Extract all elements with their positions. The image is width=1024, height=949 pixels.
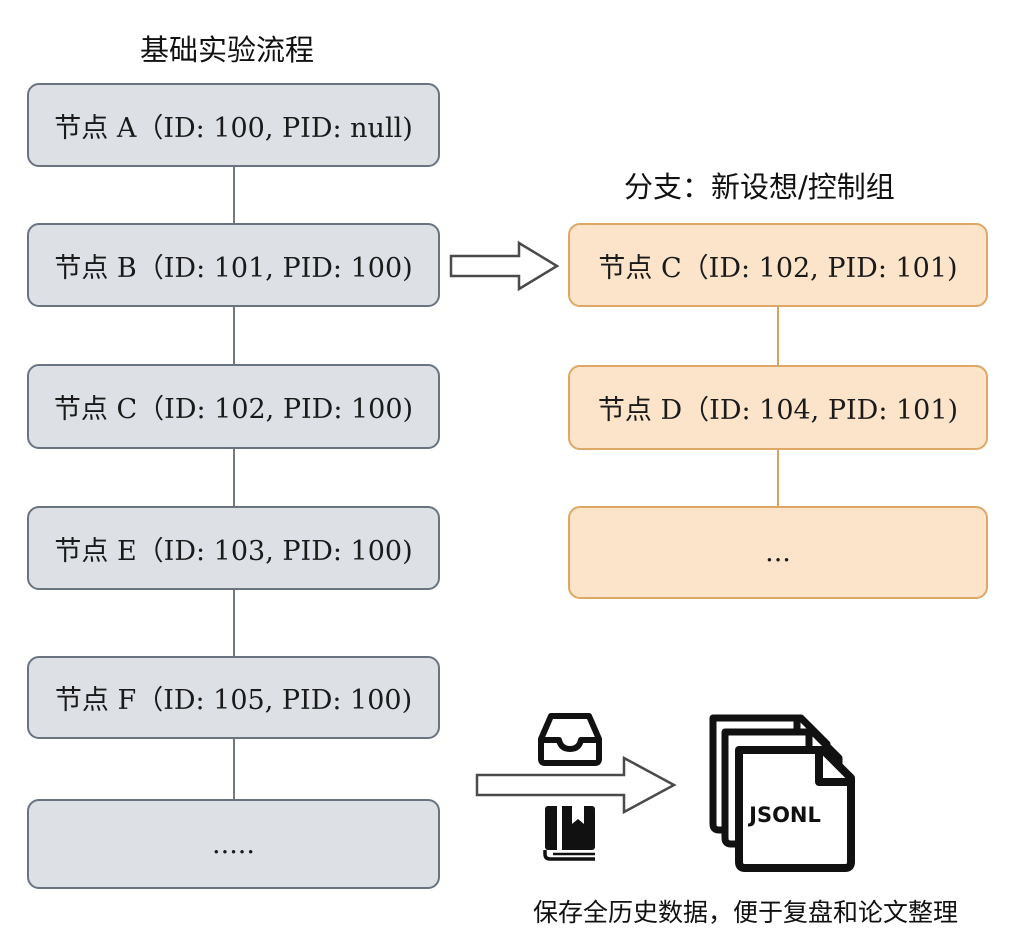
branch-node-d: 节点 D（ID: 104, PID: 101) — [568, 365, 988, 450]
branch-node-more: ... — [568, 506, 988, 599]
document-stack-icon: JSONL — [709, 714, 855, 872]
node-more: ..... — [27, 799, 440, 889]
main-connector — [233, 590, 235, 656]
jsonl-label: JSONL — [747, 803, 821, 827]
node-label: ..... — [212, 828, 255, 860]
branch-connector — [777, 307, 779, 365]
branch-title: 分支：新设想/控制组 — [624, 170, 895, 204]
main-connector — [233, 307, 235, 364]
node-a: 节点 A（ID: 100, PID: null) — [27, 83, 440, 167]
node-label: 节点 D（ID: 104, PID: 101) — [597, 395, 959, 426]
branch-connector — [777, 450, 779, 506]
node-label: 节点 C（ID: 102, PID: 101) — [598, 252, 958, 284]
storage-caption: 保存全历史数据，便于复盘和论文整理 — [533, 898, 959, 927]
save-arrow — [475, 755, 677, 815]
node-b: 节点 B（ID: 101, PID: 100) — [27, 223, 440, 307]
main-connector — [233, 739, 235, 799]
node-f: 节点 F（ID: 105, PID: 100) — [27, 656, 440, 739]
inbox-tray-icon — [538, 713, 602, 766]
node-c: 节点 C（ID: 102, PID: 100) — [27, 364, 440, 449]
node-label: 节点 E（ID: 103, PID: 100) — [54, 535, 413, 567]
book-icon — [543, 806, 595, 861]
branch-arrow — [449, 240, 560, 292]
node-label: 节点 B（ID: 101, PID: 100) — [54, 252, 413, 284]
main-connector — [233, 167, 235, 223]
main-flow-title: 基础实验流程 — [140, 33, 315, 67]
node-label: 节点 C（ID: 102, PID: 100) — [53, 394, 414, 425]
main-connector — [233, 449, 235, 506]
node-e: 节点 E（ID: 103, PID: 100) — [27, 506, 440, 590]
branch-node-c: 节点 C（ID: 102, PID: 101) — [568, 223, 988, 307]
node-label: ... — [765, 537, 791, 568]
node-label: 节点 F（ID: 105, PID: 100) — [54, 685, 413, 716]
node-label: 节点 A（ID: 100, PID: null) — [54, 112, 413, 144]
